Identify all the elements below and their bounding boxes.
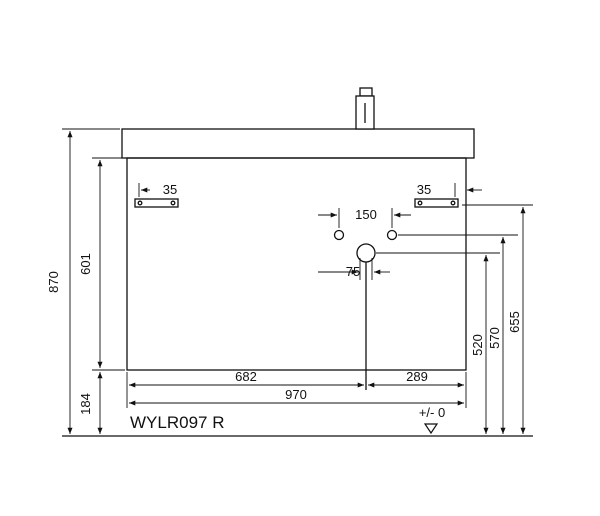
- dim-left-to-drain: 682: [235, 369, 257, 384]
- supply-left: [333, 229, 345, 241]
- dim-total-height: 870: [46, 271, 61, 293]
- supply-right: [386, 229, 398, 241]
- cabinet-body: [126, 157, 467, 371]
- dim-drain-to-right: 289: [406, 369, 428, 384]
- dim-bracket-height: 655: [507, 311, 522, 333]
- dim-supply-spacing: 150: [355, 207, 377, 222]
- dim-drain-height: 520: [470, 334, 485, 356]
- floor-reference: +/- 0: [419, 405, 445, 420]
- bracket-left: [134, 198, 179, 208]
- model-code: WYLR097 R: [130, 413, 224, 432]
- dim-bracket-right-offset: 35: [417, 182, 431, 197]
- floor-triangle-icon: [423, 423, 439, 435]
- dim-drain-offset: 75: [346, 264, 360, 279]
- dim-floor-clearance: 184: [78, 393, 93, 415]
- dim-bracket-left-offset: 35: [163, 182, 177, 197]
- faucet-icon: [355, 87, 375, 130]
- dim-supply-height: 570: [487, 327, 502, 349]
- dim-overall-width: 970: [285, 387, 307, 402]
- bracket-right: [414, 198, 459, 208]
- basin-slab: [121, 128, 475, 159]
- dim-cabinet-height: 601: [78, 253, 93, 275]
